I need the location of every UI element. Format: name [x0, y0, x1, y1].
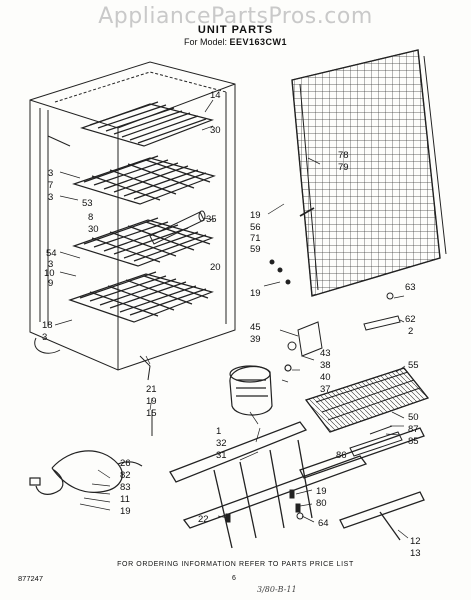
base-frame [169, 421, 425, 549]
callout-71: 71 [250, 233, 261, 244]
model-line: For Model: EEV163CW1 [0, 37, 471, 47]
model-number: EEV163CW1 [229, 37, 288, 47]
callout-15: 15 [146, 408, 157, 419]
callout-87: 87 [408, 424, 419, 435]
evaporator-shelf-3 [72, 217, 214, 267]
callout-86: 86 [336, 450, 347, 461]
defrost-heater [349, 425, 403, 457]
thermostat-tube [34, 135, 153, 436]
callout-13: 13 [410, 548, 421, 559]
callout-3b: 3 [48, 192, 53, 203]
diagram-title: UNIT PARTS [197, 24, 274, 36]
callout-22: 22 [198, 514, 209, 525]
page-number: 6 [232, 575, 236, 582]
callout-43: 43 [320, 348, 331, 359]
callout-18: 18 [42, 320, 53, 331]
callout-39: 39 [250, 334, 261, 345]
callout-26: 26 [120, 458, 131, 469]
callout-64: 64 [318, 518, 329, 529]
callout-19e: 19 [316, 486, 327, 497]
callout-50: 50 [408, 412, 419, 423]
callout-1: 1 [216, 426, 221, 437]
condenser [291, 49, 447, 297]
callout-85: 85 [408, 436, 419, 447]
callout-78: 78 [338, 150, 349, 161]
callout-19b: 19 [250, 288, 261, 299]
callout-83: 83 [120, 482, 131, 493]
callout-40: 40 [320, 372, 331, 383]
callout-62: 62 [405, 314, 416, 325]
callout-80: 80 [316, 498, 327, 509]
callout-82: 82 [120, 470, 131, 481]
condenser-screws [269, 207, 315, 285]
callout-19: 19 [250, 210, 261, 221]
drain-pan-coil [304, 367, 430, 433]
callout-14: 14 [210, 90, 221, 101]
callout-10: 10 [44, 268, 55, 279]
evaporator-shelf-4 [68, 271, 214, 323]
callout-2: 2 [408, 326, 413, 337]
callout-12: 12 [410, 536, 421, 547]
watermark: AppliancePartsPros.com [98, 4, 373, 29]
callout-54: 54 [46, 248, 57, 259]
model-prefix: For Model: [183, 37, 227, 47]
power-cord [29, 450, 143, 495]
callout-3: 3 [48, 168, 53, 179]
callout-63: 63 [405, 282, 416, 293]
accumulator [149, 210, 206, 245]
document-number: 877247 [18, 574, 44, 583]
handwritten-note: 3/80-B-11 [257, 585, 297, 594]
leader-lines [54, 99, 409, 539]
callout-8: 8 [88, 212, 93, 223]
callout-30b: 30 [88, 224, 99, 235]
callout-56: 56 [250, 222, 261, 233]
compressor [229, 364, 292, 416]
drier [363, 292, 401, 331]
callout-numbers: 14 30 3 7 3 53 8 30 54 35 3 10 9 20 18 3… [42, 90, 421, 559]
callout-37: 37 [320, 384, 331, 395]
callout-19d: 19 [120, 506, 131, 517]
callout-35: 35 [206, 214, 217, 225]
callout-31: 31 [216, 450, 227, 461]
callout-45: 45 [250, 322, 261, 333]
callout-21: 21 [146, 384, 157, 395]
ordering-info-footer: FOR ORDERING INFORMATION REFER TO PARTS … [117, 561, 354, 568]
callout-20: 20 [210, 262, 221, 273]
evaporator-shelf-1 [80, 101, 214, 147]
relay-box [287, 321, 323, 357]
callout-53: 53 [82, 198, 93, 209]
callout-9: 9 [48, 278, 53, 289]
callout-3c: 3 [48, 259, 53, 270]
callout-7: 7 [48, 180, 53, 191]
callout-59: 59 [250, 244, 261, 255]
evaporator-shelf-2 [72, 155, 216, 205]
base-screws [225, 489, 304, 523]
callout-79: 79 [338, 162, 349, 173]
callout-3d: 3 [42, 332, 47, 343]
callout-38: 38 [320, 360, 331, 371]
callout-30: 30 [210, 125, 221, 136]
callout-55: 55 [408, 360, 419, 371]
callout-11: 11 [120, 494, 130, 505]
callout-32: 32 [216, 438, 227, 449]
cabinet-liner [29, 61, 236, 371]
callout-19c: 19 [146, 396, 157, 407]
